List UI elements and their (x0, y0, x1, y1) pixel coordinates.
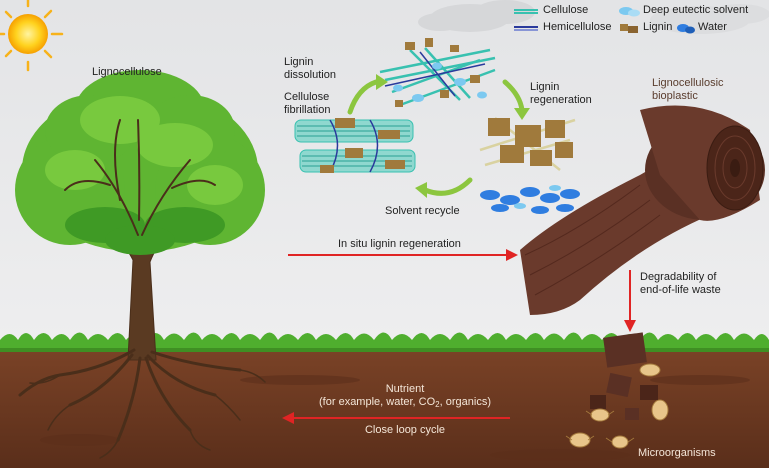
label-close-loop: Close loop cycle (364, 424, 446, 436)
arrow-close-loop (282, 412, 510, 424)
bioplastic-roll (520, 105, 765, 315)
label-nutrient-2: (for example, water, CO2, organics) (319, 396, 491, 409)
cycle-diagram (294, 38, 580, 214)
label-degradability-2: end-of-life waste (640, 284, 721, 296)
label-solvent-recycle: Solvent recycle (385, 205, 460, 217)
label-bioplastic-2: bioplastic (652, 90, 698, 102)
grass-edge (0, 348, 769, 352)
label-cellulose-fibrillation-2: fibrillation (284, 104, 331, 116)
fibre-cluster-top (379, 38, 496, 107)
legend-des: Deep eutectic solvent (643, 4, 749, 16)
legend-lignin: Lignin (643, 21, 673, 33)
microorganism-icon (565, 363, 669, 449)
label-nutrient-1: Nutrient (385, 383, 425, 395)
lignin-swatch (620, 24, 638, 33)
label-lignin-regeneration-1: Lignin (530, 81, 560, 93)
arrow-degradability (624, 270, 636, 332)
label-microorganisms: Microorganisms (638, 447, 716, 459)
legend-cellulose: Cellulose (543, 4, 589, 16)
legend-swatches (514, 7, 695, 34)
lignin-cluster-right (479, 117, 576, 171)
arrow-in-situ (288, 249, 518, 261)
label-bioplastic-1: Lignocellulosic (652, 77, 724, 89)
legend: Cellulose Deep eutectic solvent Hemicell… (512, 4, 764, 38)
water-molecules (514, 185, 561, 209)
tree (15, 70, 266, 459)
cloud (650, 4, 769, 34)
label-degradability-1: Degradability of (640, 271, 717, 283)
label-lignin-dissolution-2: dissolution (284, 69, 336, 81)
fibre-bundle-left (294, 118, 416, 173)
cellulose-swatch (514, 9, 538, 14)
cycle-arrowheads (376, 74, 530, 198)
label-cellulose-fibrillation-1: Cellulose (284, 91, 330, 103)
hemicellulose-swatch (514, 26, 538, 31)
label-lignocellulose: Lignocellulose (92, 66, 162, 78)
legend-hemicellulose: Hemicellulose (543, 21, 612, 33)
cloud (418, 0, 535, 32)
grass (0, 332, 769, 352)
water-swatch (677, 24, 695, 34)
des-swatch (619, 7, 640, 17)
label-in-situ: In situ lignin regeneration (338, 238, 461, 250)
label-lignin-dissolution-1: Lignin (284, 56, 314, 68)
cycle-arrows (347, 79, 525, 196)
legend-water: Water (698, 21, 727, 33)
fragments (590, 332, 658, 420)
label-lignin-regeneration-2: regeneration (530, 94, 592, 106)
soil-texture (40, 375, 750, 461)
soil (0, 345, 769, 468)
solvent-molecules (480, 187, 580, 214)
sun-icon (0, 0, 64, 72)
